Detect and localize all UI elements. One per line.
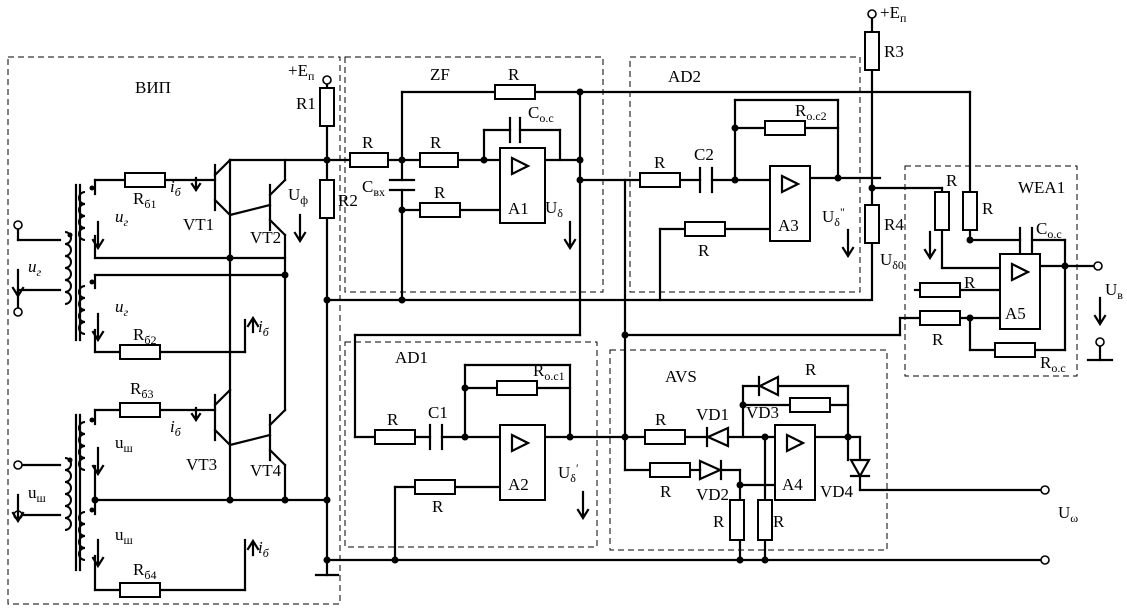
- label-supply-right: +Eп: [880, 3, 907, 25]
- label-a3: A3: [778, 216, 799, 235]
- label-r2: R2: [338, 191, 358, 210]
- label-vt1: VT1: [183, 215, 214, 234]
- label-r-ad2-in: R: [654, 153, 666, 172]
- label-block-zf: ZF: [430, 65, 450, 84]
- label-roc2: Ro.c2: [795, 101, 827, 123]
- label-ud0: Uδ0: [880, 250, 904, 272]
- label-rb2: Rб2: [133, 325, 156, 347]
- label-r-zf-mid: R: [430, 133, 442, 152]
- label-block-ad1: AD1: [395, 348, 428, 367]
- label-ush-source: uш: [28, 483, 47, 505]
- label-ush-bottom: uш: [115, 525, 134, 547]
- label-supply-left: +Eп: [288, 61, 315, 83]
- label-r-avs-low: R: [660, 482, 672, 501]
- label-ud: Uδ: [545, 198, 563, 220]
- label-vd2: VD2: [696, 485, 729, 504]
- label-ug-top: uг: [115, 207, 129, 229]
- label-c1: C1: [428, 403, 448, 422]
- label-r-wea-a: R: [946, 171, 958, 190]
- label-a2: A2: [508, 475, 529, 494]
- label-coc-zf: Co.c: [528, 103, 554, 125]
- label-rb3: Rб3: [130, 379, 153, 401]
- label-ug-bottom: uг: [115, 297, 129, 319]
- label-ud-dprime: Uδ": [822, 205, 845, 229]
- op-amp-bodies: [499, 147, 1041, 501]
- label-r-ad1-low: R: [432, 497, 444, 516]
- capacitor-plates: [388, 116, 1034, 451]
- voltage-arrows: [11, 176, 1107, 569]
- label-r-ad2-low: R: [698, 241, 710, 260]
- transistors: [193, 158, 287, 467]
- label-r-avs-bot1: R: [713, 512, 725, 531]
- label-r-avs-fb: R: [805, 360, 817, 379]
- label-r-avs-in: R: [655, 410, 667, 429]
- label-ib-4: iб: [258, 538, 270, 560]
- label-r4: R4: [884, 215, 904, 234]
- wires: [16, 16, 1114, 592]
- label-vd1: VD1: [696, 405, 729, 424]
- label-block-vip: ВИП: [135, 78, 171, 97]
- label-a4: A4: [782, 475, 803, 494]
- label-uw: Uω: [1058, 503, 1078, 525]
- label-r3: R3: [884, 42, 904, 61]
- label-rb1: Rб1: [133, 189, 156, 211]
- label-block-avs: AVS: [665, 367, 697, 386]
- label-roc1: Ro.c1: [533, 361, 565, 383]
- label-ib-1: iб: [170, 177, 182, 199]
- label-r-avs-bot2: R: [773, 512, 785, 531]
- label-c2: C2: [694, 145, 714, 164]
- label-r-ad1-in: R: [387, 410, 399, 429]
- label-ib-3: iб: [170, 417, 182, 439]
- label-a5: A5: [1005, 304, 1026, 323]
- resistor-bodies: [119, 31, 1036, 598]
- label-a1: A1: [508, 199, 529, 218]
- label-r-zf-low: R: [434, 183, 446, 202]
- label-vt2: VT2: [250, 228, 281, 247]
- label-r-zf-in: R: [362, 133, 374, 152]
- label-roc-wea: Ro.c: [1040, 353, 1066, 375]
- label-ib-2: iб: [258, 317, 270, 339]
- label-cbx: Cвх: [362, 177, 385, 199]
- label-vd3: VD3: [746, 403, 779, 422]
- block-boundaries: [7, 56, 1078, 605]
- label-vt3: VT3: [186, 455, 217, 474]
- label-coc-wea: Co.c: [1036, 219, 1062, 241]
- label-r-wea-c: R: [964, 273, 976, 292]
- diode-symbols: [698, 375, 871, 481]
- label-r-wea-d: R: [932, 330, 944, 349]
- labels: ВИП ZF AD2 AD1 AVS WEA1 +Eп +Eп R1 R2 R3…: [28, 3, 1123, 582]
- label-ud-prime: Uδ′: [558, 461, 579, 485]
- label-ush-top: uш: [115, 433, 134, 455]
- label-r-wea-b: R: [982, 199, 994, 218]
- label-vd4: VD4: [820, 482, 854, 501]
- transformers: [64, 183, 95, 572]
- label-r1: R1: [296, 94, 316, 113]
- label-rb4: Rб4: [133, 560, 156, 582]
- label-ug-source: uг: [28, 257, 42, 279]
- label-block-wea1: WEA1: [1018, 178, 1065, 197]
- label-uv: Uв: [1105, 280, 1123, 302]
- label-r-zf-top: R: [508, 65, 520, 84]
- label-block-ad2: AD2: [668, 67, 701, 86]
- label-uf: Uф: [288, 185, 308, 207]
- junction-dots: [91, 88, 1069, 564]
- label-vt4: VT4: [250, 461, 282, 480]
